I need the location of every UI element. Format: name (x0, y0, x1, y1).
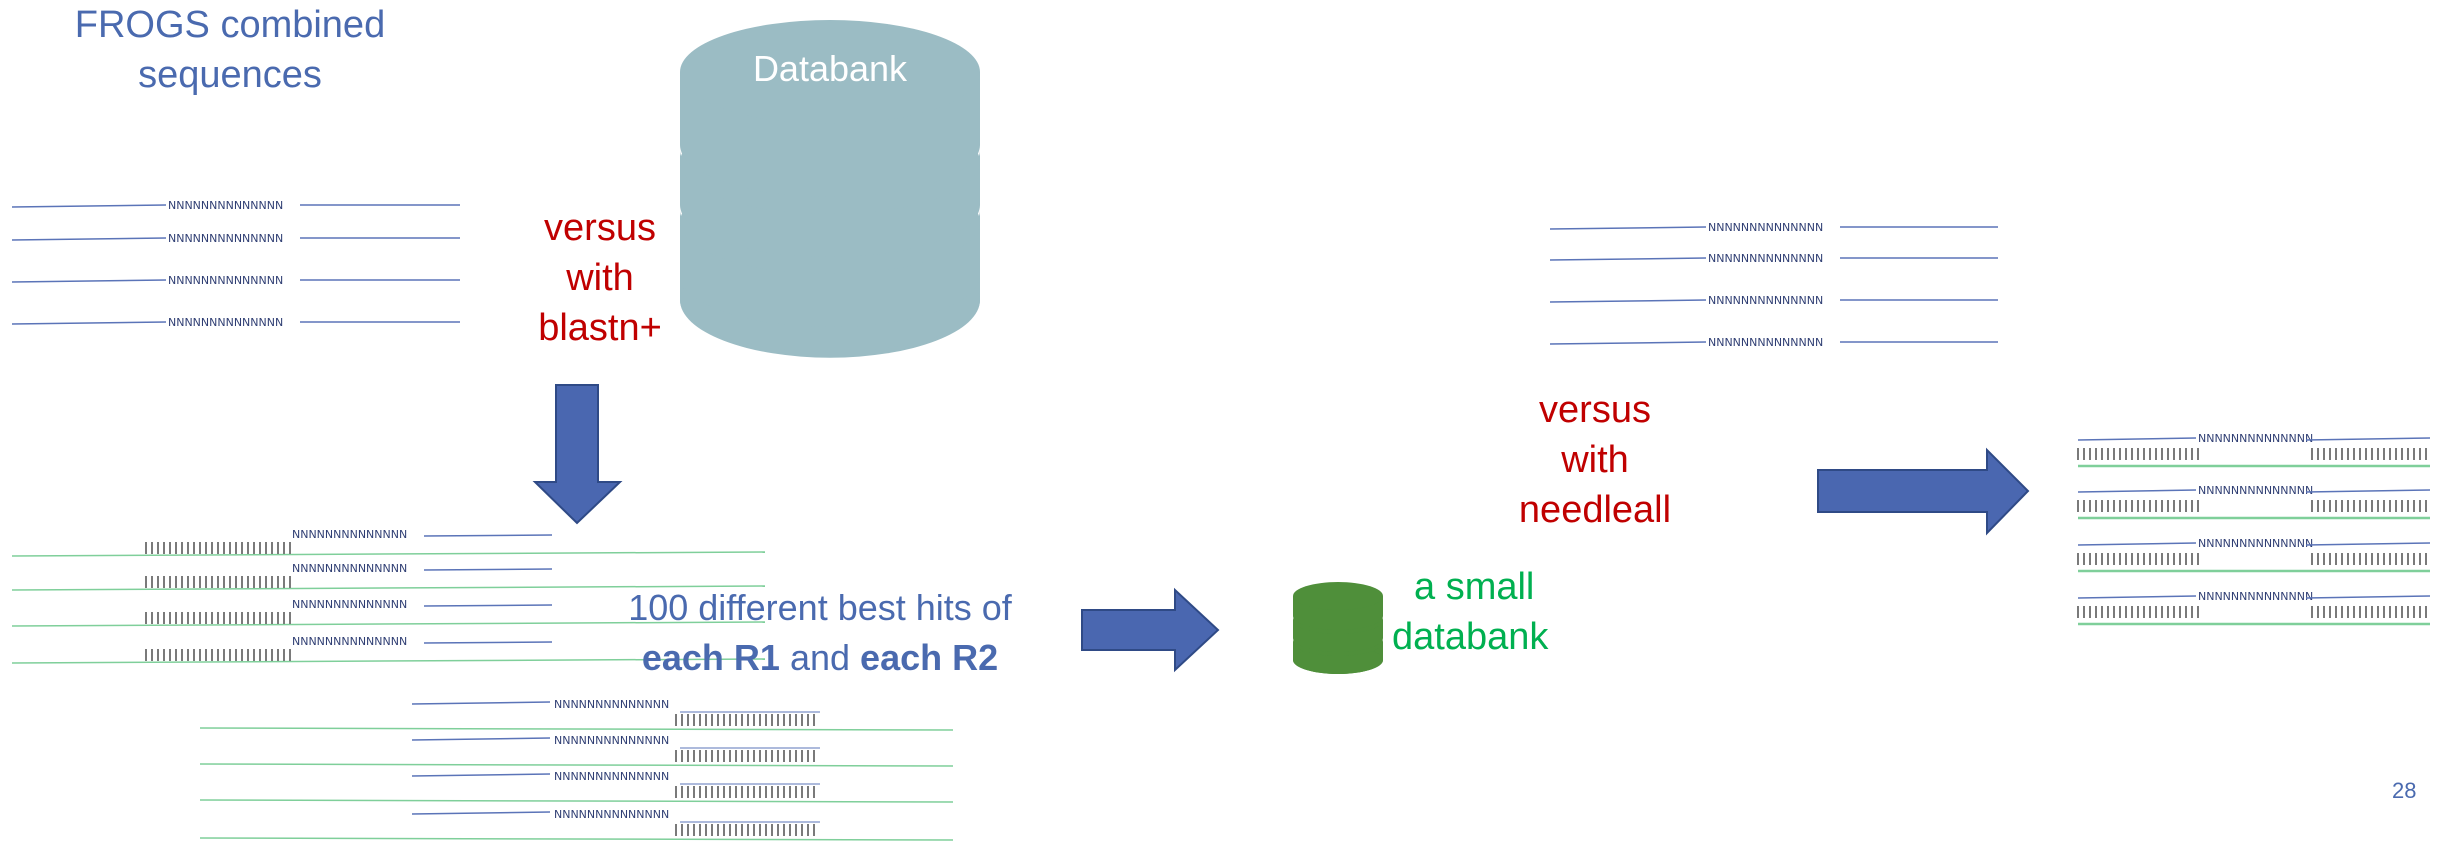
sequence-n-label: NNNNNNNNNNNNNN (168, 232, 283, 245)
versus-needleall-line2: with (1561, 439, 1629, 481)
sequence-n-label: NNNNNNNNNNNNNN (554, 770, 669, 783)
sequence-line (2305, 595, 2431, 599)
sequence-line (411, 701, 551, 705)
databank-cylinder-icon (680, 20, 980, 358)
sequence-line (2077, 437, 2197, 441)
sequence-line (1549, 257, 1707, 261)
sequence-line (11, 621, 766, 627)
small-databank-line1: a small (1414, 566, 1535, 608)
versus-blastn-label: versus with blastn+ (500, 203, 700, 353)
versus-needleall-label: versus with needleall (1490, 385, 1700, 535)
sequence-alignments: NNNNNNNNNNNNNN NNNNNNNNNNNNNN NNNNNNNNNNNN… (11, 199, 2431, 841)
sequence-n-label: NNNNNNNNNNNNNN (554, 698, 669, 711)
arrow-right-icon (1081, 587, 1220, 673)
sequence-line (411, 737, 551, 741)
databank-label: Databank (752, 48, 908, 89)
sequence-line (1549, 299, 1707, 303)
each-r2-text: each R2 (860, 637, 999, 678)
sequence-n-label: NNNNNNNNNNNNNN (292, 562, 407, 575)
sequence-n-label: NNNNNNNNNNNNNN (1708, 221, 1823, 234)
sequence-n-label: NNNNNNNNNNNNNN (168, 199, 283, 212)
sequence-line (11, 237, 167, 241)
sequence-n-label: NNNNNNNNNNNNNN (2198, 590, 2313, 603)
sequence-line (11, 585, 766, 591)
sequence-line (11, 279, 167, 283)
small-databank-line2: databank (1392, 616, 1549, 658)
sequence-line (423, 534, 553, 537)
sequence-line (199, 799, 954, 803)
sequence-line (1549, 226, 1707, 230)
sequence-n-label: NNNNNNNNNNNNNN (2198, 432, 2313, 445)
each-r1-text: each R1 (641, 637, 780, 678)
versus-blastn-line3: blastn+ (538, 307, 662, 349)
sequence-n-label: NNNNNNNNNNNNNN (554, 734, 669, 747)
arrow-down-icon (532, 384, 623, 525)
sequence-n-label: NNNNNNNNNNNNNN (2198, 537, 2313, 550)
best-hits-line1: 100 different best hits of (628, 587, 1012, 628)
sequence-n-label: NNNNNNNNNNNNNN (1708, 336, 1823, 349)
sequence-line (2305, 542, 2431, 546)
page-number: 28 (2392, 778, 2417, 803)
sequence-n-label: NNNNNNNNNNNNNN (1708, 252, 1823, 265)
sequence-line (1549, 341, 1707, 345)
versus-blastn-line2: with (566, 257, 634, 299)
sequence-line (2305, 437, 2431, 441)
best-hits-line2: each R1 and each R2 (560, 633, 1080, 683)
versus-needleall-line3: needleall (1518, 489, 1672, 531)
sequence-n-label: NNNNNNNNNNNNNN (292, 528, 407, 541)
sequence-n-label: NNNNNNNNNNNNNN (2198, 484, 2313, 497)
sequence-line (423, 604, 553, 607)
sequence-n-label: NNNNNNNNNNNNNN (168, 316, 283, 329)
sequence-n-label: NNNNNNNNNNNNNN (554, 808, 669, 821)
frogs-title-text: FROGS combined sequences (74, 4, 386, 96)
sequence-n-label: NNNNNNNNNNNNNN (1708, 294, 1823, 307)
sequence-line (11, 551, 766, 557)
sequence-line (423, 568, 553, 571)
versus-blastn-line1: versus (544, 207, 656, 249)
and-text: and (789, 637, 851, 678)
sequence-line (423, 641, 553, 644)
sequence-line (411, 811, 551, 815)
small-databank-icon (1293, 582, 1383, 674)
sequence-n-label: NNNNNNNNNNNNNN (292, 598, 407, 611)
sequence-line (199, 763, 954, 767)
sequence-line (2077, 595, 2197, 599)
versus-needleall-line1: versus (1539, 389, 1651, 431)
small-databank-label: a small databank (1392, 562, 1592, 662)
arrow-right-large-icon (1817, 447, 2030, 536)
sequence-line (199, 837, 954, 841)
sequence-line (11, 204, 167, 208)
sequence-line (199, 727, 954, 731)
frogs-combined-sequences-title: FROGS combined sequences (60, 0, 400, 100)
best-hits-label: 100 different best hits of each R1 and e… (560, 583, 1080, 683)
sequence-n-label: NNNNNNNNNNNNNN (292, 635, 407, 648)
sequence-line (411, 773, 551, 777)
sequence-n-label: NNNNNNNNNNNNNN (168, 274, 283, 287)
sequence-line (11, 321, 167, 325)
sequence-line (2077, 489, 2197, 493)
sequence-line (2077, 542, 2197, 546)
sequence-line (2305, 489, 2431, 493)
sequence-line (11, 658, 766, 664)
